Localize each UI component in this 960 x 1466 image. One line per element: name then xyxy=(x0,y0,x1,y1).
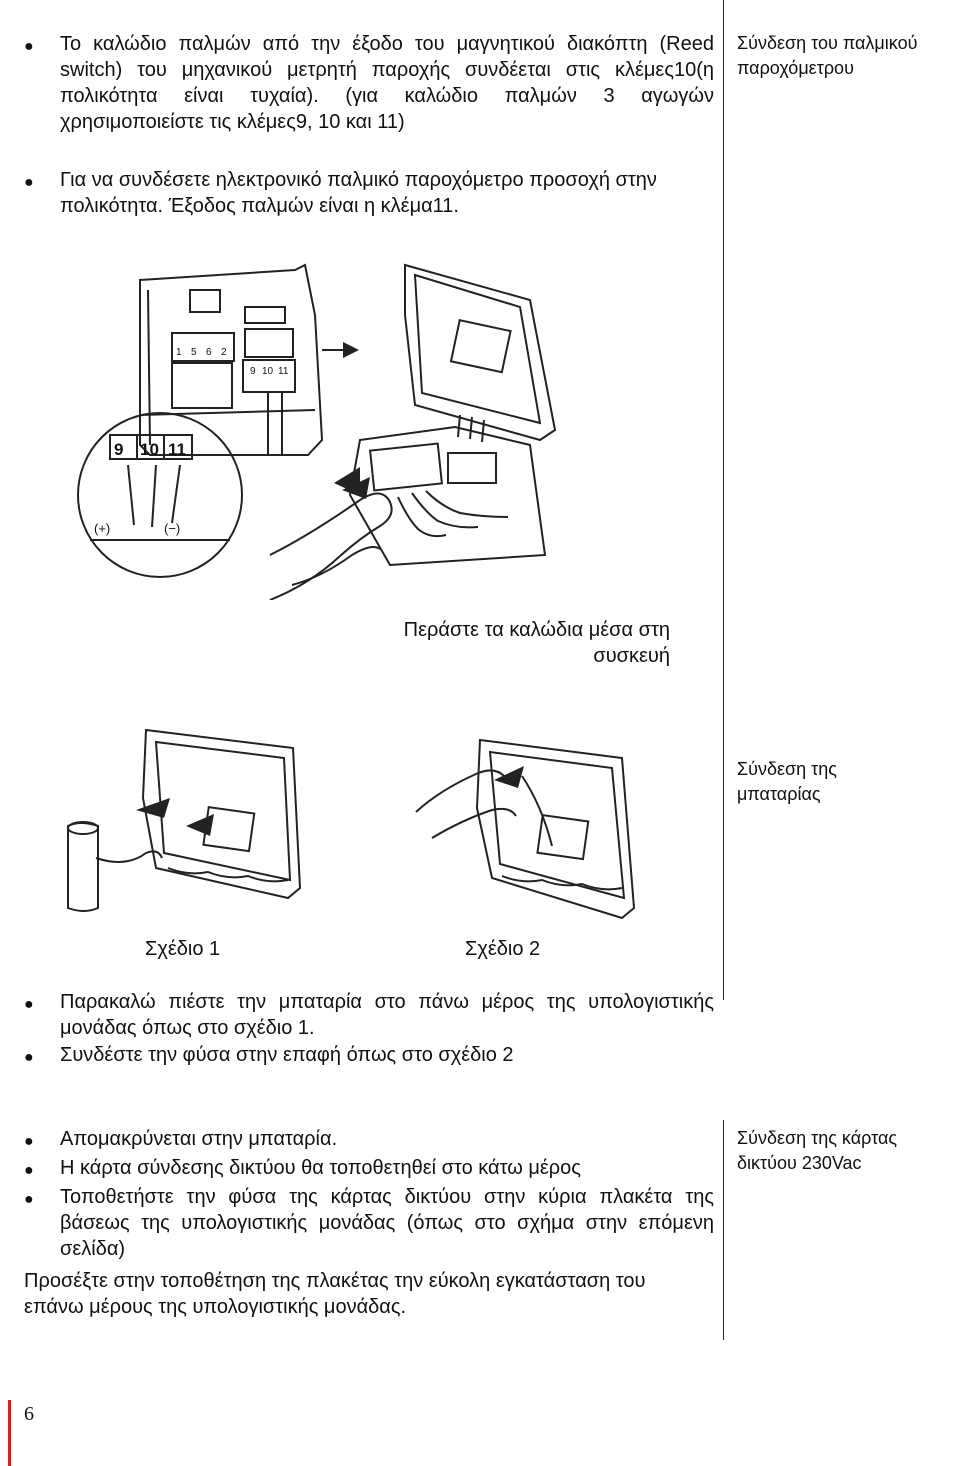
battery-bullet-2: Συνδέστε την φύσα στην επαφή όπως στο σχ… xyxy=(60,1044,514,1066)
sketch1-caption: Σχέδιο 1 xyxy=(145,938,221,960)
wiring-caption: Περάστε τα καλώδια μέσα στη συσκευή xyxy=(403,619,670,667)
board-terminal-label: 9 xyxy=(250,366,256,377)
network-bullet-2: Η κάρτα σύνδεσης δικτύου θα τοποθετηθεί … xyxy=(60,1157,581,1179)
battery-sketch-2 xyxy=(415,738,636,920)
inset-polarity-label: (+) xyxy=(94,521,110,536)
inset-terminal-label: 9 xyxy=(114,440,123,459)
board-terminal-label: 5 xyxy=(191,347,197,358)
wiring-figure: 9 10 11 (+) (−) 1 5 6 2 9 10 11 xyxy=(77,263,557,600)
bullet-dot: ● xyxy=(24,1162,34,1179)
page-number: 6 xyxy=(24,1403,34,1425)
electronic-meter-text: Για να συνδέσετε ηλεκτρονικό παλμικό παρ… xyxy=(60,169,657,217)
network-bullet-3: Τοποθετήστε την φύσα της κάρτας δικτύου … xyxy=(60,1186,714,1260)
inset-polarity-label: (−) xyxy=(164,521,180,536)
column-divider xyxy=(723,0,724,1000)
board-terminal-label: 11 xyxy=(278,366,289,377)
inset-terminal-label: 11 xyxy=(168,440,186,459)
bullet-dot: ● xyxy=(24,1133,34,1150)
bullet-dot: ● xyxy=(24,38,34,55)
side-label-battery: Σύνδεση της μπαταρίας xyxy=(737,759,837,804)
sketch2-caption: Σχέδιο 2 xyxy=(465,938,541,960)
bullet-dot: ● xyxy=(24,996,34,1013)
page-marker-bar xyxy=(8,1400,11,1466)
column-divider xyxy=(723,1120,724,1340)
board-terminal-label: 1 xyxy=(176,347,182,358)
bullet-dot: ● xyxy=(24,1191,34,1208)
network-note: Προσέξτε στην τοποθέτηση της πλακέτας τη… xyxy=(24,1270,646,1318)
side-label-pulse-meter: Σύνδεση του παλμικού παροχόμετρου xyxy=(737,33,918,78)
bullet-dot: ● xyxy=(24,1049,34,1066)
board-terminal-label: 2 xyxy=(221,347,227,358)
inset-terminal-label: 10 xyxy=(140,440,159,459)
bullet-dot: ● xyxy=(24,174,34,191)
battery-sketch-1 xyxy=(67,728,302,912)
pulse-wire-text: Το καλώδιο παλμών από την έξοδο του μαγν… xyxy=(60,33,714,133)
board-terminal-label: 6 xyxy=(206,347,212,358)
network-bullet-1: Απομακρύνεται στην μπαταρία. xyxy=(60,1128,338,1150)
side-label-network-card: Σύνδεση της κάρτας δικτύου 230Vac xyxy=(737,1128,898,1173)
board-terminal-label: 10 xyxy=(262,366,274,377)
battery-bullet-1: Παρακαλώ πιέστε την μπαταρία στο πάνω μέ… xyxy=(60,991,714,1039)
